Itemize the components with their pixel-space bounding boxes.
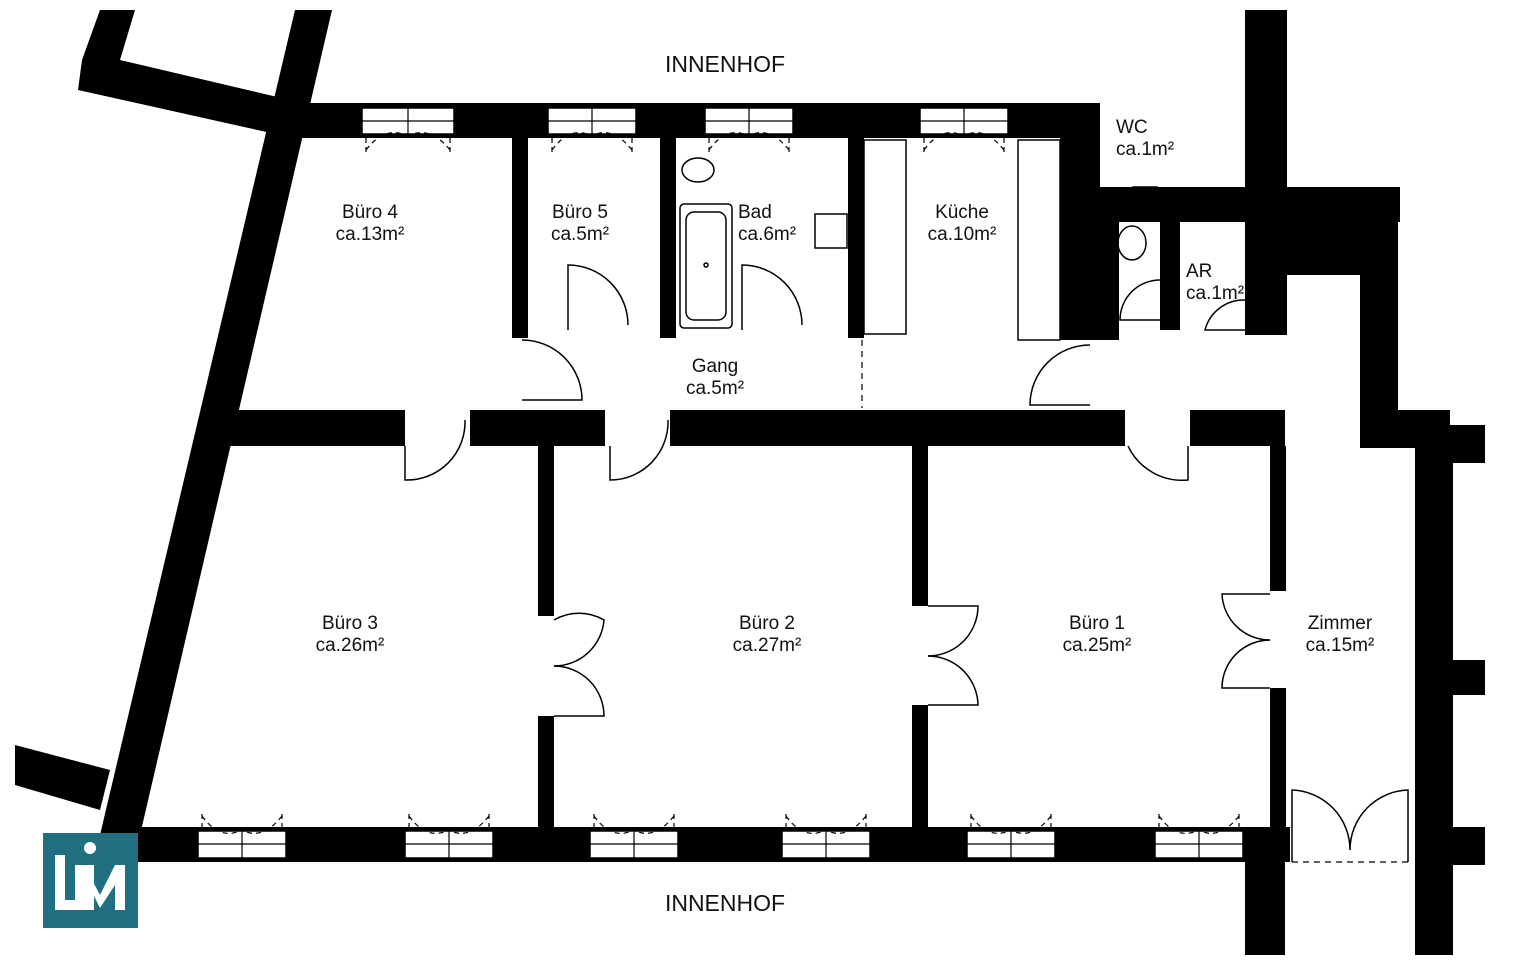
- wall-top-right-column: [1060, 103, 1100, 340]
- wall-buero45-divider: [512, 138, 528, 338]
- wall-right-corner: [1360, 410, 1450, 448]
- wall-buero3-2-lower: [538, 716, 554, 828]
- wall-buero5-bad-divider: [660, 138, 676, 338]
- dashed-lines: [861, 340, 1410, 863]
- room-name: Zimmer: [1307, 613, 1373, 634]
- wall-buero3-2-upper: [538, 446, 554, 616]
- wall-buero2-1-lower: [912, 705, 928, 827]
- wall-right-stub-1: [1450, 425, 1485, 463]
- room-area: ca.27m²: [732, 635, 802, 656]
- wall-bottom-right-pillar: [1245, 827, 1285, 955]
- window-mullions-bottom: [198, 831, 1243, 858]
- room-area: ca.6m²: [738, 224, 797, 245]
- door-wc: [1119, 279, 1161, 321]
- toilet-wc: [1117, 225, 1147, 261]
- wall-middle-right: [1190, 410, 1285, 446]
- fixtures: [679, 139, 1158, 341]
- wall-wc-left: [1097, 220, 1119, 340]
- wall-middle-left: [210, 410, 405, 446]
- kitchen-counter-right: [1017, 139, 1061, 341]
- door-ar: [1204, 299, 1246, 331]
- wall-buero1-zimmer-upper: [1270, 446, 1286, 591]
- kitchen-counter-left: [863, 139, 907, 335]
- room-label-ar: AR ca.1m²: [1186, 261, 1256, 305]
- room-area: ca.5m²: [550, 224, 610, 245]
- room-label-buero2: Büro 2 ca.27m²: [712, 613, 822, 657]
- door-zimmer-exterior: [1291, 789, 1409, 862]
- wall-top-left-stub: [82, 10, 135, 60]
- room-label-buero5: Büro 5 ca.5m²: [530, 202, 630, 246]
- room-label-zimmer: Zimmer ca.15m²: [1285, 613, 1395, 657]
- bathtub: [679, 203, 733, 329]
- wall-middle-long: [670, 410, 1125, 446]
- window-mullions-top: [362, 108, 1008, 134]
- room-label-buero4: Büro 4 ca.13m²: [320, 202, 420, 246]
- sink-wc: [1098, 275, 1118, 307]
- door-buero4: [521, 339, 583, 401]
- door-buero3: [404, 419, 466, 481]
- room-area: ca.1m²: [1116, 139, 1175, 160]
- room-label-kueche: Küche ca.10m²: [912, 202, 1012, 246]
- room-label-buero1: Büro 1 ca.25m²: [1042, 613, 1152, 657]
- room-label-wc: WC ca.1m²: [1116, 117, 1196, 161]
- door-zimmer-lower: [1221, 639, 1271, 689]
- door-buero2-1-lower: [927, 655, 979, 706]
- door-buero3-2-upper: [553, 612, 605, 667]
- walls: [130, 10, 1485, 955]
- wall-buero1-zimmer-lower: [1270, 688, 1286, 828]
- wall-buero2-1-upper: [912, 446, 928, 606]
- room-label-bad: Bad ca.6m²: [738, 202, 810, 246]
- toilet-bad: [681, 157, 715, 183]
- lim-logo-icon: [43, 833, 138, 928]
- wall-bottom-right-pillar-2: [1420, 862, 1453, 955]
- wall-right-vertical-upper: [1245, 10, 1287, 335]
- room-area: ca.25m²: [1062, 635, 1132, 656]
- wc-window: [1132, 186, 1158, 221]
- wall-right-stub-2: [1450, 660, 1485, 695]
- room-label-buero3: Büro 3 ca.26m²: [295, 613, 405, 657]
- door-zimmer-upper: [1221, 593, 1271, 641]
- wall-wc-ar-divider: [1160, 220, 1180, 330]
- room-name: Büro 3: [322, 613, 378, 634]
- bathtub-drain: [703, 262, 709, 268]
- courtyard-label-bottom: INNENHOF: [664, 890, 786, 916]
- wall-right-stub-3: [1450, 827, 1485, 865]
- sink-bad: [814, 213, 848, 249]
- door-kueche: [1029, 344, 1091, 406]
- room-name: Büro 1: [1069, 613, 1125, 634]
- room-area: ca.13m²: [335, 224, 405, 245]
- door-buero3-2-lower: [553, 665, 605, 717]
- door-gang-buero2: [609, 419, 669, 481]
- room-name: Büro 4: [342, 202, 398, 223]
- room-name: Büro 5: [552, 202, 608, 223]
- door-buero5: [567, 264, 629, 330]
- room-name: Küche: [935, 202, 989, 223]
- room-area: ca.10m²: [927, 224, 997, 245]
- wall-bad-kueche-divider: [848, 138, 864, 338]
- door-buero1: [1127, 445, 1189, 482]
- room-label-gang: Gang ca.5m²: [665, 356, 765, 400]
- room-name: Gang: [691, 356, 739, 377]
- bathtub-inner: [685, 211, 727, 321]
- room-name: Bad: [738, 202, 772, 223]
- courtyard-label-top: INNENHOF: [664, 51, 786, 77]
- room-name: WC: [1116, 117, 1148, 138]
- door-buero2-1-upper: [927, 605, 979, 657]
- doors: [404, 264, 1409, 862]
- room-area: ca.26m²: [315, 635, 385, 656]
- room-name: Büro 2: [739, 613, 795, 634]
- room-area: ca.15m²: [1305, 635, 1375, 656]
- wall-chimney: [1285, 205, 1365, 275]
- wall-middle-segment: [470, 410, 605, 446]
- wall-bottom-left-stub: [15, 745, 110, 810]
- wall-bottom: [130, 827, 1290, 862]
- room-area: ca.5m²: [685, 378, 745, 399]
- room-area: ca.1m²: [1186, 283, 1245, 304]
- door-bad: [741, 264, 803, 330]
- wall-right-vertical-mid: [1360, 205, 1398, 415]
- wall-top-left-diagonal: [78, 60, 290, 135]
- room-name: AR: [1186, 261, 1213, 282]
